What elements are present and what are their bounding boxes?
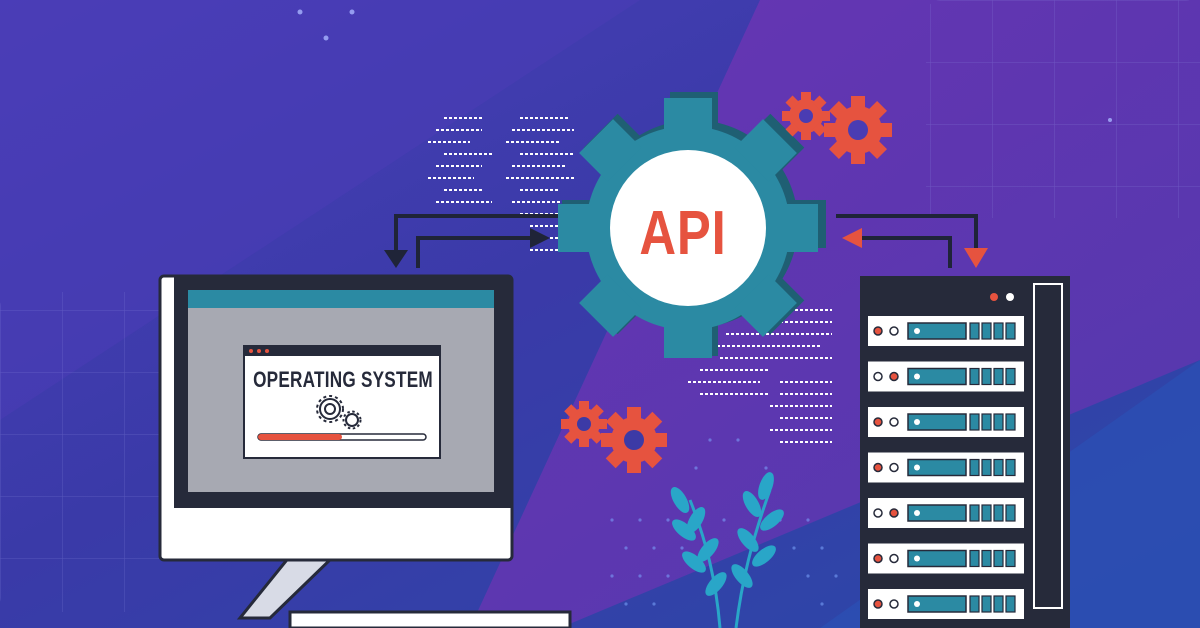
background-grid-top-right [926,0,1200,218]
server-unit [868,498,1024,528]
arrow-down-left-icon [384,214,560,268]
arrow-down-right-icon [836,214,988,268]
server-unit [868,361,1024,392]
server-led-red [990,293,998,301]
gear-icon [558,92,826,358]
server-unit [868,543,1024,574]
os-window-title: OPERATING SYSTEM [253,367,433,392]
monitor [158,274,572,628]
server-led-white [1006,293,1014,301]
server-side-panel [1033,283,1063,609]
monitor-screen-header [188,290,494,308]
server-unit [868,407,1024,437]
background-grid-left [0,292,176,612]
arrow-right-icon [416,228,550,268]
small-gears-icon-top [782,92,892,164]
os-progress-fill [258,434,342,440]
server-unit [868,452,1024,483]
small-gears-icon-middle [561,401,667,473]
os-window-titlebar [244,346,440,356]
server-rack [860,276,1070,628]
plant-icon [670,472,784,628]
server-unit [868,589,1024,619]
binary-code-icon-lower [688,309,832,443]
gears-icon [316,395,362,430]
server-unit [868,316,1024,346]
sparkle-dots [297,9,1112,122]
arrow-left-icon [842,228,952,268]
keyboard [288,610,572,628]
api-label: API [639,198,727,268]
